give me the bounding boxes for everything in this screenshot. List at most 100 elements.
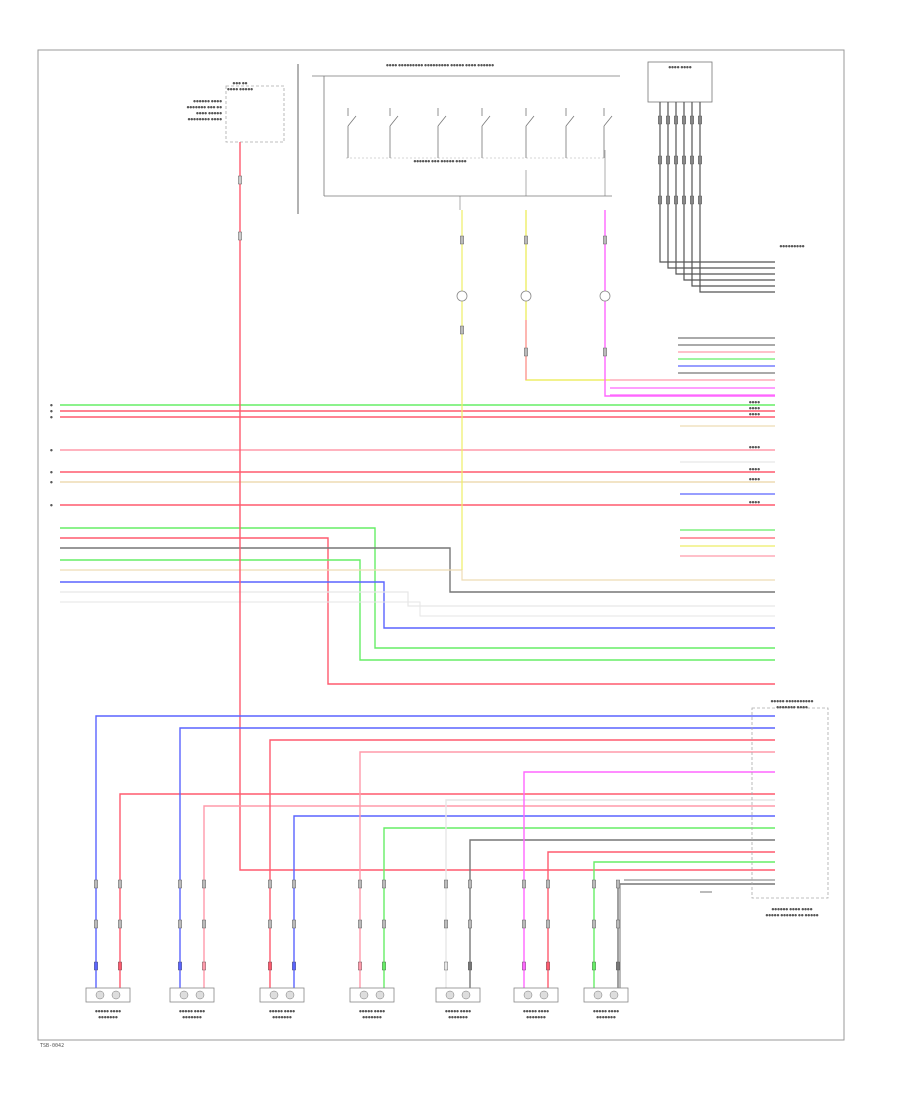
speaker-cone <box>593 990 603 1000</box>
pin-connector <box>201 961 206 971</box>
svg-text:●●●●●●● ●●●●: ●●●●●●● ●●●● <box>776 705 808 709</box>
speaker-icon <box>583 987 629 1003</box>
wire <box>60 537 775 685</box>
wire-label: ●●●●● ●●●● <box>445 1009 471 1013</box>
wire <box>617 883 775 1000</box>
switch-arm <box>347 115 357 127</box>
wire <box>359 751 775 1000</box>
svg-text:●●●●●●●● ●●●●: ●●●●●●●● ●●●● <box>188 117 223 121</box>
diagram-border <box>37 49 845 1041</box>
pin-connector <box>93 879 98 889</box>
wire-label: ● <box>50 409 53 413</box>
pin-connector <box>592 879 597 889</box>
pin-connector <box>682 115 687 125</box>
wire-label: ●●●●● ●●●● <box>269 1009 295 1013</box>
pin-connector <box>237 175 242 185</box>
pin-connector <box>117 961 122 971</box>
wire <box>593 861 775 1000</box>
pin-connector <box>93 961 98 971</box>
pin-connector <box>592 919 597 929</box>
pin-connector <box>690 155 695 165</box>
wire <box>604 210 775 397</box>
svg-text:●●●●●●●●●: ●●●●●●●●● <box>779 244 804 248</box>
speaker-cone <box>375 990 385 1000</box>
connector-group <box>93 115 703 971</box>
pin-connector <box>460 235 465 245</box>
pin-connector <box>358 919 363 929</box>
wire-label: ●●●● <box>749 400 760 404</box>
label-group: ●●●●●●●●●●●●●●●●●●●●●●●●●●●●●●●●●●●●●●●●… <box>50 400 760 1019</box>
pin-connector <box>201 919 206 929</box>
pin-connector <box>546 961 551 971</box>
pin-connector <box>666 115 671 125</box>
pin-connector <box>444 919 449 929</box>
speaker-icon <box>259 987 305 1003</box>
svg-text:●●●●●● ●●●● ●●●●: ●●●●●● ●●●● ●●●● <box>772 907 813 911</box>
pin-connector <box>177 879 182 889</box>
speaker-cone <box>461 990 471 1000</box>
wire-label: ●●●●● ●●●● <box>95 1009 121 1013</box>
speaker-cone <box>359 990 369 1000</box>
wire-label: ●●●●● ●●●● <box>179 1009 205 1013</box>
wire-label: ●●●● <box>749 406 760 410</box>
wire-label: ●●●●●●● <box>272 1015 292 1019</box>
pin-connector <box>177 919 182 929</box>
wire <box>179 727 775 1000</box>
pin-connector <box>268 961 273 971</box>
pin-connector <box>444 961 449 971</box>
splice-node <box>520 290 532 302</box>
wire <box>60 559 775 661</box>
pin-connector <box>444 879 449 889</box>
svg-text:●●●●●● ●●● ●●●●● ●●●●: ●●●●●● ●●● ●●●●● ●●●● <box>413 159 466 163</box>
wire-group <box>60 102 775 1000</box>
pin-connector <box>522 919 527 929</box>
svg-text:●●●●●●● ●●● ●●: ●●●●●●● ●●● ●● <box>187 105 223 109</box>
connector-block: ●●●● ●●●● ●●●●●●●●● <box>647 61 805 248</box>
wire <box>659 102 775 263</box>
speaker-cone <box>539 990 549 1000</box>
pin-connector <box>292 919 297 929</box>
switch-arm <box>565 115 575 127</box>
pin-connector <box>674 115 679 125</box>
speaker-cone <box>179 990 189 1000</box>
pin-connector <box>524 235 529 245</box>
splice-node <box>456 290 468 302</box>
pin-connector <box>522 961 527 971</box>
pin-connector <box>268 879 273 889</box>
pin-connector <box>666 155 671 165</box>
speaker-cone <box>269 990 279 1000</box>
wire-label: ● <box>50 480 53 484</box>
pin-connector <box>382 961 387 971</box>
pin-connector <box>177 961 182 971</box>
speaker-group <box>85 987 629 1003</box>
footer-code: TSB-0042 <box>40 1043 65 1049</box>
pin-connector <box>674 155 679 165</box>
pin-connector <box>382 919 387 929</box>
speaker-icon <box>85 987 131 1003</box>
wire-label: ● <box>50 503 53 507</box>
node-group <box>456 290 712 893</box>
svg-text:●●●● ●●●●●: ●●●● ●●●●● <box>196 111 222 115</box>
wire <box>469 839 775 1000</box>
pin-connector <box>690 195 695 205</box>
speaker-cone <box>523 990 533 1000</box>
wire <box>60 591 775 607</box>
switch-arm <box>481 115 491 127</box>
pin-connector <box>358 879 363 889</box>
top-left-module: ●●●●●● ●●●● ●●●●●●● ●●● ●● ●●●● ●●●●● ●●… <box>187 81 285 143</box>
svg-text:●●●●●● ●●●●: ●●●●●● ●●●● <box>193 99 222 103</box>
speaker-cone <box>285 990 295 1000</box>
wire <box>699 102 775 293</box>
pin-connector <box>674 195 679 205</box>
wire <box>293 815 775 1000</box>
wire <box>119 793 775 1000</box>
wire <box>683 102 775 281</box>
pin-connector <box>616 879 621 889</box>
pin-connector <box>358 961 363 971</box>
pin-connector <box>603 347 608 357</box>
pin-connector <box>666 195 671 205</box>
switch-arm <box>437 115 447 127</box>
pin-connector <box>658 195 663 205</box>
pin-connector <box>698 115 703 125</box>
